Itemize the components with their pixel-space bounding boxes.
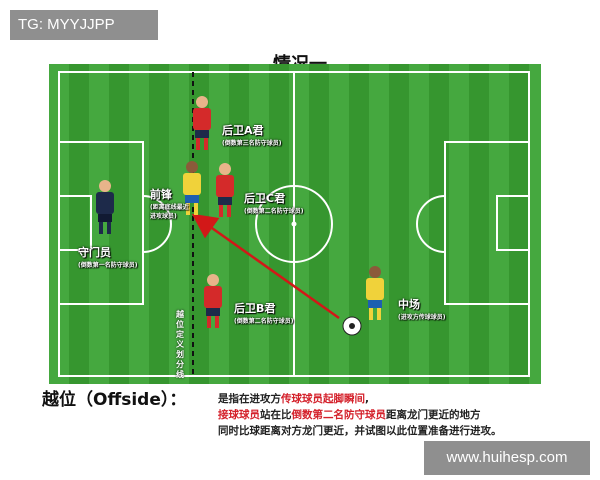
offside-line-1: 是指在进攻方传球球员起脚瞬间, bbox=[218, 391, 369, 406]
offside-line-char: 越 bbox=[176, 310, 184, 319]
player-midfielder bbox=[366, 266, 384, 320]
offside-line-label: 越 位 定 义 划 分 线 bbox=[172, 310, 188, 380]
forward-name: 前锋 bbox=[150, 188, 172, 201]
label-defender-c: 后卫C君 (倒数第二名防守球员) bbox=[244, 190, 304, 215]
offside-title: 越位（Offside）： bbox=[42, 390, 187, 410]
offside-line-char: 位 bbox=[176, 320, 184, 329]
label-defender-b: 后卫B君 (倒数第二名防守球员) bbox=[234, 300, 294, 325]
defender-c-desc: (倒数第二名防守球员) bbox=[244, 208, 304, 215]
watermark-top: TG: MYYJJPP bbox=[10, 10, 158, 40]
line2-c: 倒数第二名防守球员 bbox=[291, 409, 387, 421]
player-defender-a bbox=[193, 96, 211, 150]
line1-b: 传球球员起脚瞬间 bbox=[281, 393, 365, 405]
midfielder-desc: (进攻方传球球员) bbox=[398, 314, 446, 321]
offside-line-char: 义 bbox=[176, 340, 184, 349]
ball bbox=[342, 316, 362, 336]
forward-desc2: 进攻球员) bbox=[150, 213, 177, 220]
offside-line-char: 定 bbox=[176, 330, 184, 339]
label-midfielder: 中场 (进攻方传球球员) bbox=[398, 296, 446, 321]
offside-line-3: 同时比球距离对方龙门更近，并试图以此位置准备进行进攻。 bbox=[218, 425, 502, 437]
line2-a: 接球球员 bbox=[218, 409, 260, 421]
label-goalkeeper: 守门员 (倒数第一名防守球员) bbox=[78, 244, 138, 269]
player-defender-c bbox=[216, 163, 234, 217]
line1-c: , bbox=[365, 393, 369, 405]
line1-a: 是指在进攻方 bbox=[218, 393, 281, 405]
pass-arrow bbox=[191, 213, 340, 320]
offside-line-2: 接球球员站在比倒数第二名防守球员距离龙门更近的地方 bbox=[218, 407, 481, 422]
label-defender-a: 后卫A君 (倒数第三名防守球员) bbox=[222, 122, 282, 147]
player-defender-b bbox=[204, 274, 222, 328]
goalkeeper-name: 守门员 bbox=[78, 246, 111, 259]
watermark-bottom: www.huihesp.com bbox=[424, 441, 590, 475]
defender-b-name: 后卫B君 bbox=[234, 302, 276, 315]
offside-line-char: 划 bbox=[176, 350, 184, 359]
defender-b-desc: (倒数第二名防守球员) bbox=[234, 318, 294, 325]
defender-c-name: 后卫C君 bbox=[244, 192, 286, 205]
offside-line-char: 分 bbox=[176, 360, 184, 369]
label-forward: 前锋 (距离底线最近 进攻球员) bbox=[150, 186, 189, 220]
defender-a-name: 后卫A君 bbox=[222, 124, 264, 137]
forward-desc1: (距离底线最近 bbox=[150, 204, 189, 211]
football-pitch bbox=[49, 64, 541, 384]
line2-b: 站在比 bbox=[260, 409, 292, 421]
midfielder-name: 中场 bbox=[398, 298, 420, 311]
defender-a-desc: (倒数第三名防守球员) bbox=[222, 140, 282, 147]
offside-line-char: 线 bbox=[176, 370, 184, 379]
goalkeeper-desc: (倒数第一名防守球员) bbox=[78, 262, 138, 269]
player-forward bbox=[183, 161, 201, 215]
line2-d: 距离龙门更近的地方 bbox=[386, 409, 481, 421]
player-goalkeeper bbox=[96, 180, 114, 234]
